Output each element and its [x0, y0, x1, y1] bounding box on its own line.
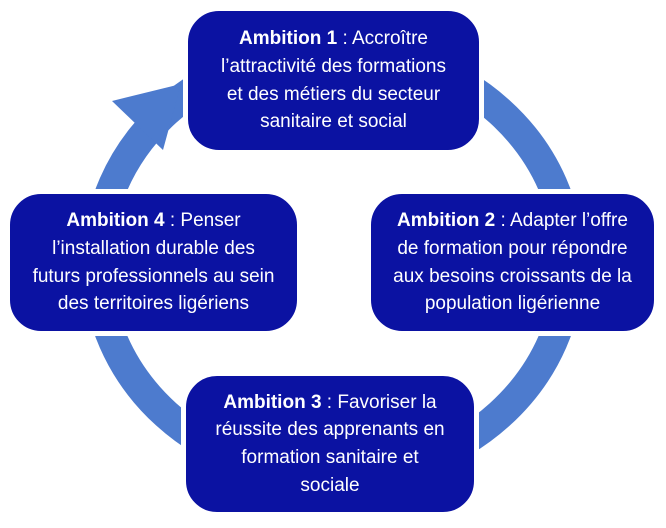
ambition-2-text: Ambition 2 : Adapter l’offre de formatio… [385, 203, 640, 321]
ambition-2-box: Ambition 2 : Adapter l’offre de formatio… [366, 189, 659, 336]
ambition-1-body: : Accroître l’attractivité des formation… [221, 28, 446, 133]
cycle-arrowhead-icon [112, 84, 181, 150]
ambition-1-title: Ambition 1 [239, 28, 338, 50]
ambition-3-title: Ambition 3 [223, 391, 322, 413]
ambition-2-body: : Adapter l’offre de formation pour répo… [393, 210, 632, 315]
ambition-3-body: : Favoriser la réussite des apprenants e… [215, 391, 445, 496]
ambition-3-box: Ambition 3 : Favoriser la réussite des a… [181, 371, 479, 517]
ambition-1-box: Ambition 1 : Accroître l’attractivité de… [183, 6, 484, 155]
ambition-4-text: Ambition 4 : Penser l’installation durab… [25, 203, 283, 321]
ambition-4-body: : Penser l’installation durable des futu… [32, 210, 275, 315]
ambition-2-title: Ambition 2 [397, 210, 496, 232]
ambition-4-box: Ambition 4 : Penser l’installation durab… [5, 189, 302, 336]
ambition-4-title: Ambition 4 [66, 210, 165, 232]
ambition-3-text: Ambition 3 : Favoriser la réussite des a… [207, 385, 452, 503]
ambition-1-text: Ambition 1 : Accroître l’attractivité de… [213, 21, 454, 139]
